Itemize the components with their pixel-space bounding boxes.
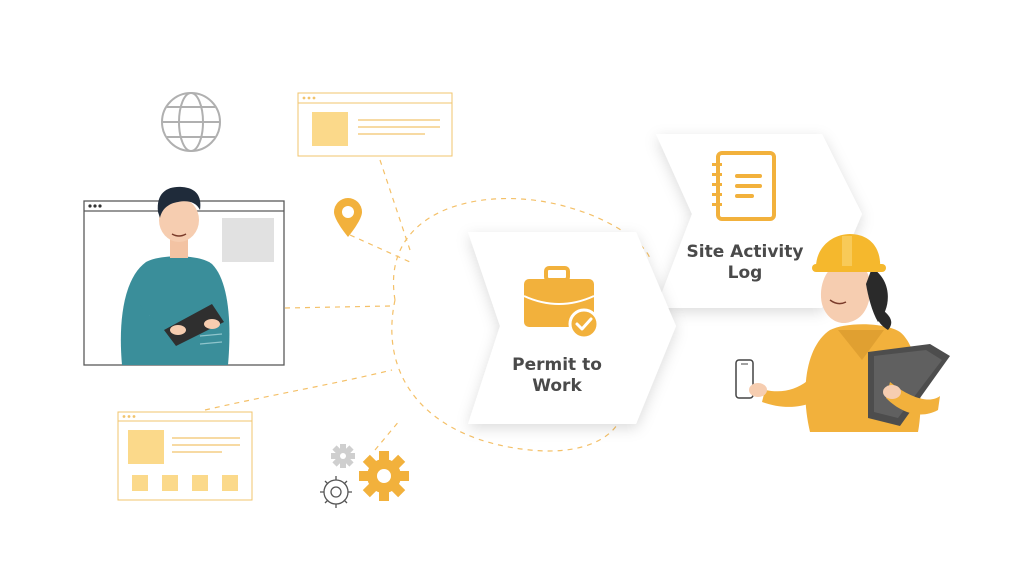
- permit-label-line2: Work: [532, 376, 582, 396]
- permit-label-line1: Permit to: [512, 355, 602, 375]
- site-activity-label-line1: Site Activity: [686, 242, 804, 262]
- man-with-tablet-illustration: [120, 186, 230, 365]
- small-grey-gear-icon: [331, 444, 355, 468]
- briefcase-check-icon: [523, 266, 600, 340]
- outline-gear-icon: [320, 476, 352, 508]
- site-activity-label-line2: Log: [727, 263, 763, 283]
- web-card-top-icon: [297, 92, 453, 157]
- large-orange-gear-icon: [359, 451, 409, 501]
- permit-to-work-label: Permit to Work: [480, 355, 634, 397]
- location-pin-icon: [334, 198, 362, 237]
- notebook-icon: [712, 151, 776, 221]
- gears-icon: [320, 444, 409, 508]
- web-card-bottom-icon: [117, 411, 253, 501]
- globe-icon: [161, 92, 221, 152]
- site-activity-log-label: Site Activity Log: [680, 242, 810, 284]
- smartphone-icon: [735, 359, 754, 399]
- engineer-woman-illustration: [749, 234, 950, 432]
